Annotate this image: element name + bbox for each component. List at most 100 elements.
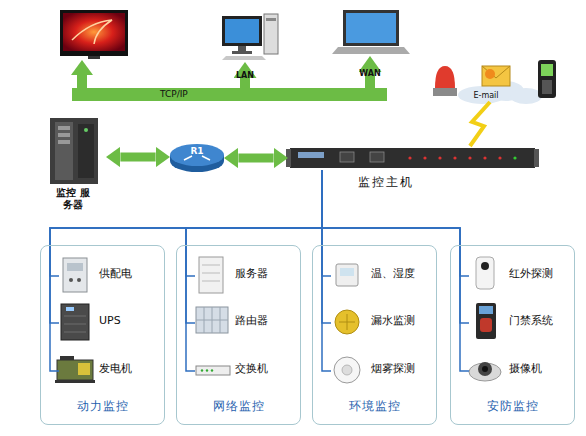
signal-wire bbox=[322, 170, 331, 323]
camera-icon bbox=[469, 362, 501, 381]
link-arrow bbox=[120, 153, 155, 162]
monitored-device: 漏水监测 bbox=[331, 303, 431, 343]
humidity-sensor-icon bbox=[336, 264, 358, 286]
generator-icon bbox=[55, 380, 95, 383]
lan-computer: LAN bbox=[215, 12, 275, 62]
access-control-icon bbox=[476, 303, 496, 339]
tv-screen bbox=[63, 13, 125, 51]
ups-icon bbox=[64, 316, 86, 332]
infrared-sensor-icon bbox=[481, 262, 489, 270]
monitor-host-rack bbox=[513, 156, 516, 159]
device-label: 服务器 bbox=[235, 268, 268, 281]
group-label: 网络监控 bbox=[177, 400, 300, 414]
signal-wire bbox=[322, 170, 331, 371]
monitor-host-rack bbox=[408, 156, 411, 159]
generator-icon bbox=[55, 356, 95, 383]
switch-icon bbox=[201, 369, 203, 371]
device-label: 摄像机 bbox=[509, 363, 542, 376]
protocol-label: TCP/IP bbox=[160, 89, 188, 100]
infrared-sensor-icon bbox=[476, 257, 494, 289]
laptop-computer bbox=[332, 47, 410, 54]
alarm-siren bbox=[435, 66, 455, 88]
monitor-group: 网络监控 服务器路由器交换机 bbox=[176, 245, 301, 425]
server-tower bbox=[84, 128, 88, 132]
device-label: UPS bbox=[99, 315, 121, 328]
monitor-host-rack bbox=[534, 149, 539, 167]
signal-wire bbox=[186, 170, 322, 323]
monitored-device: 路由器 bbox=[195, 303, 295, 343]
monitor-host-rack bbox=[438, 156, 441, 159]
desktop-computer bbox=[222, 56, 266, 60]
camera-icon bbox=[469, 363, 501, 381]
server-cabinet-icon bbox=[199, 257, 223, 293]
device-label: 红外探测 bbox=[509, 268, 553, 281]
server-tower bbox=[50, 118, 98, 184]
monitor-host-rack bbox=[340, 152, 354, 162]
camera-icon bbox=[482, 366, 488, 372]
alarm-cloud bbox=[510, 88, 542, 104]
desktop-computer bbox=[238, 46, 246, 51]
router-icon bbox=[184, 156, 210, 160]
generator-icon bbox=[78, 363, 90, 375]
mobile-phone bbox=[542, 80, 552, 94]
monitored-device: 供配电 bbox=[59, 256, 159, 296]
monitor-group: 安防监控 红外探测门禁系统摄像机 bbox=[450, 245, 575, 425]
device-label: 门禁系统 bbox=[509, 315, 553, 328]
generator-icon bbox=[57, 360, 93, 380]
group-label: 动力监控 bbox=[41, 400, 164, 414]
mobile-phone bbox=[541, 64, 553, 76]
network-label: WAN bbox=[335, 69, 405, 78]
monitored-device: 温、湿度 bbox=[331, 256, 431, 296]
signal-wire bbox=[322, 170, 469, 276]
leak-sensor-icon bbox=[335, 310, 359, 334]
desktop-computer bbox=[222, 14, 278, 60]
mobile-phone bbox=[538, 60, 556, 98]
monitored-device: 发电机 bbox=[59, 351, 159, 391]
server-tower bbox=[55, 122, 73, 180]
humidity-sensor-icon bbox=[336, 264, 358, 286]
server-cabinet-icon bbox=[199, 257, 223, 293]
server-label: 监控 服务器 bbox=[52, 187, 94, 211]
server-cabinet-icon bbox=[202, 265, 220, 281]
device-label: 交换机 bbox=[235, 363, 268, 376]
power-panel-icon bbox=[63, 258, 87, 292]
monitored-device: 交换机 bbox=[195, 351, 295, 391]
alarm-notify: E-mail bbox=[428, 56, 560, 102]
access-control-icon bbox=[479, 306, 493, 314]
email-envelope bbox=[482, 66, 510, 86]
monitor-server: 监控 服务器 bbox=[40, 115, 106, 211]
alarm-siren bbox=[433, 88, 457, 96]
email-label: E-mail bbox=[466, 91, 506, 100]
monitor-host-rack bbox=[286, 149, 291, 167]
monitored-device: 摄像机 bbox=[469, 351, 569, 391]
signal-wire bbox=[50, 170, 322, 276]
wan-laptop: WAN bbox=[335, 10, 405, 56]
host-label: 监控主机 bbox=[358, 176, 414, 190]
monitor-host-rack bbox=[453, 156, 456, 159]
email-envelope bbox=[485, 69, 495, 79]
tv-screen bbox=[60, 10, 128, 59]
router-icon bbox=[170, 144, 224, 172]
power-panel-icon bbox=[67, 263, 83, 271]
leak-sensor-icon bbox=[339, 314, 355, 330]
tv-arrow bbox=[71, 60, 93, 75]
switch-icon bbox=[196, 366, 230, 375]
router-label: R1 bbox=[170, 146, 224, 156]
desktop-computer bbox=[222, 16, 262, 46]
device-label: 路由器 bbox=[235, 315, 268, 328]
tv-screen bbox=[60, 10, 128, 56]
monitor-host-rack bbox=[290, 148, 535, 168]
laptop-computer bbox=[343, 10, 399, 46]
monitor-group: 环境监控温、湿度漏水监测烟雾探测 bbox=[312, 245, 437, 425]
group-label: 安防监控 bbox=[451, 400, 574, 414]
alarm-siren bbox=[433, 66, 457, 96]
power-panel-icon bbox=[69, 278, 73, 282]
link-arrow bbox=[238, 154, 273, 163]
monitored-device: 门禁系统 bbox=[469, 303, 569, 343]
router-icon bbox=[170, 144, 224, 166]
power-panel-icon bbox=[77, 278, 81, 282]
signal-wire bbox=[186, 170, 322, 371]
